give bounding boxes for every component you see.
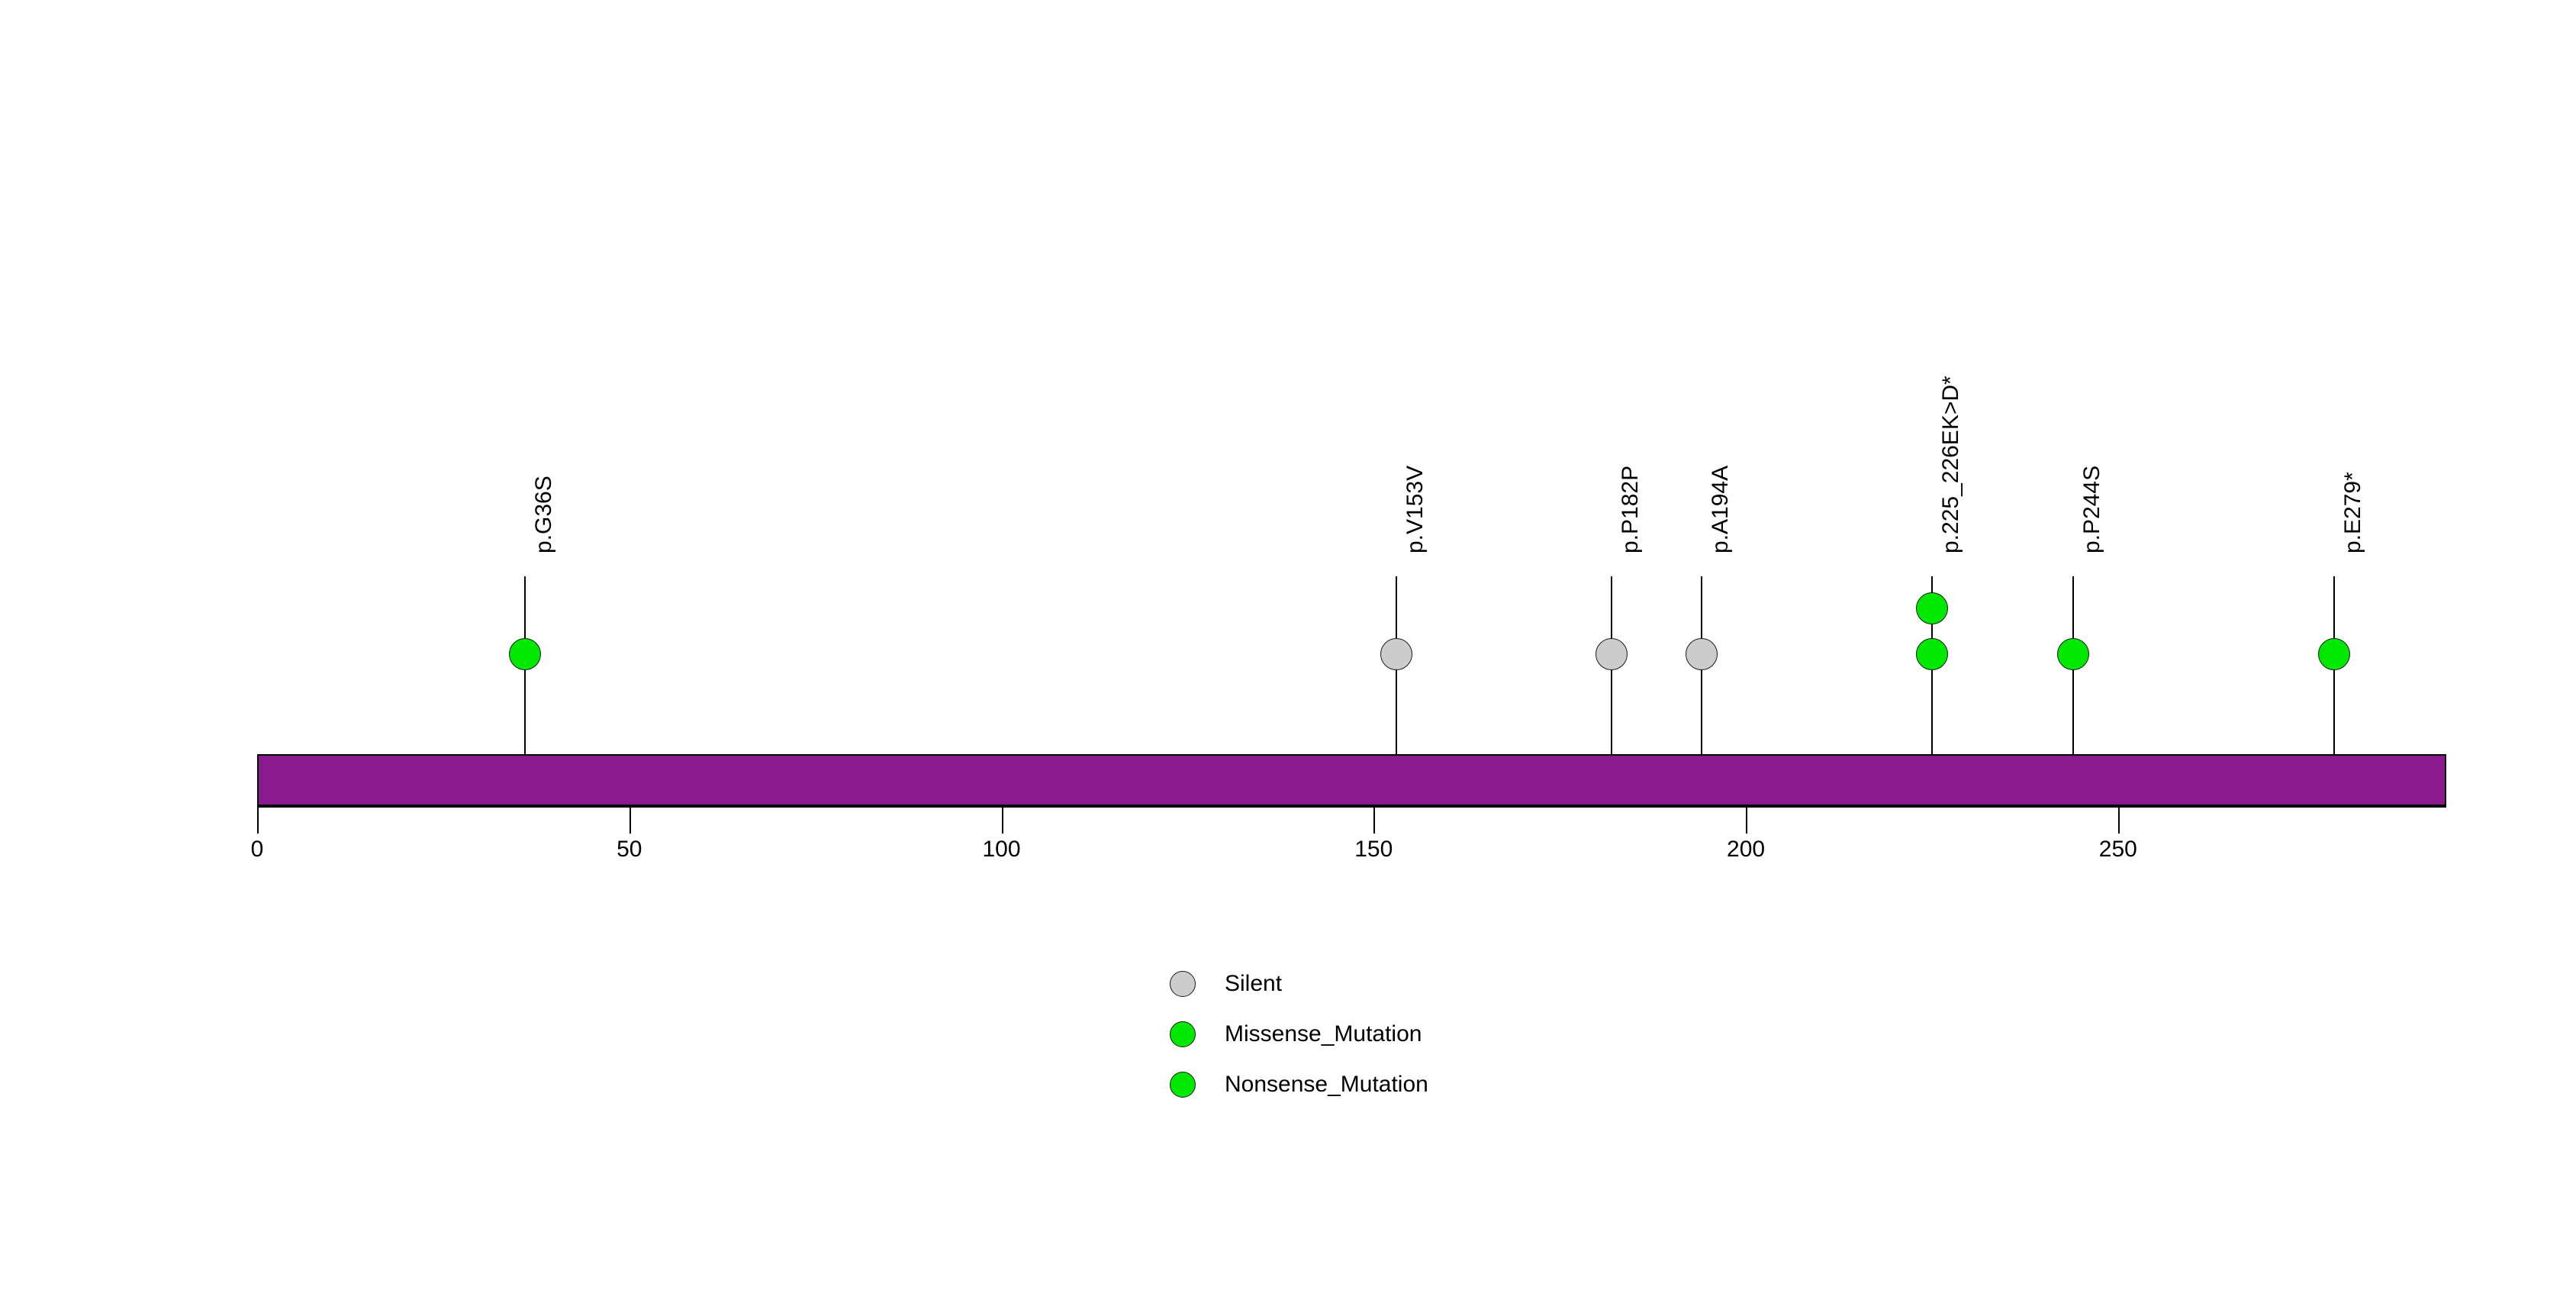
legend-item[interactable]: Nonsense_Mutation	[1170, 1072, 1428, 1098]
legend-label: Missense_Mutation	[1225, 1021, 1422, 1047]
legend-item[interactable]: Silent	[1170, 971, 1282, 997]
legend-item[interactable]: Missense_Mutation	[1170, 1021, 1422, 1047]
lollipop-label: p.P244S	[2079, 465, 2105, 553]
lollipop-dot[interactable]	[2057, 638, 2090, 670]
legend-swatch-icon	[1170, 1072, 1196, 1098]
lollipop-label: p.225_226EK>D*	[1938, 376, 1964, 553]
x-axis-line	[257, 806, 2446, 808]
x-axis-tick	[1001, 808, 1003, 834]
lollipop-dot[interactable]	[2317, 638, 2350, 670]
x-axis-tick	[257, 808, 259, 834]
x-axis-tick	[1373, 808, 1376, 834]
lollipop-dot[interactable]	[509, 638, 542, 670]
legend-swatch-icon	[1170, 971, 1196, 997]
lollipop-dot[interactable]	[1685, 638, 1718, 670]
x-axis-tick-label: 250	[2098, 837, 2137, 862]
legend-label: Nonsense_Mutation	[1225, 1072, 1428, 1097]
lollipop-dot[interactable]	[1915, 592, 1948, 624]
lollipop-dot[interactable]	[1596, 638, 1628, 670]
lollipop-label: p.E279*	[2339, 472, 2365, 553]
legend-swatch-icon	[1170, 1021, 1196, 1047]
x-axis-tick-label: 0	[250, 837, 264, 862]
lollipop-label: p.G36S	[531, 476, 557, 553]
x-axis-tick-label: 200	[1727, 837, 1766, 862]
lollipop-label: p.P182P	[1618, 465, 1644, 553]
protein-backbone-bar[interactable]	[257, 754, 2446, 806]
lollipop-label: p.V153V	[1402, 465, 1428, 553]
x-axis-tick	[629, 808, 631, 834]
lollipop-dot[interactable]	[1380, 638, 1412, 670]
x-axis-tick-label: 150	[1354, 837, 1393, 862]
x-axis-tick-label: 50	[617, 837, 642, 862]
x-axis-tick-label: 100	[982, 837, 1021, 862]
x-axis-tick	[2117, 808, 2120, 834]
lollipop-dot[interactable]	[1915, 638, 1948, 670]
lollipop-label: p.A194A	[1707, 465, 1733, 553]
x-axis-tick	[1746, 808, 1748, 834]
legend-label: Silent	[1225, 971, 1283, 996]
